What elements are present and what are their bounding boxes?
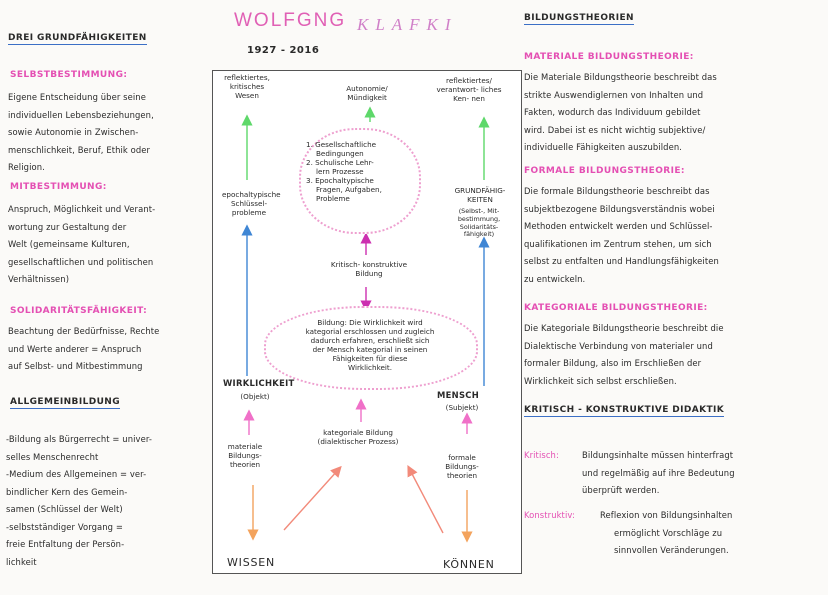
- label-schluesselprobleme: epochaltypische Schlüssel- probleme: [222, 190, 281, 217]
- label-kritisch: Kritisch:: [524, 450, 559, 460]
- heading-grundfaehigkeiten: DREI GRUNDFÄHIGKEITEN: [8, 33, 147, 45]
- heading-solidaritaetsfaehigkeit: SOLIDARITÄTSFÄHIGKEIT:: [10, 306, 148, 316]
- label-mensch: MENSCH: [437, 390, 480, 400]
- heading-materiale: MATERIALE BILDUNGSTHEORIE:: [524, 52, 694, 62]
- label-wirklichkeit: WIRKLICHKEIT: [223, 378, 295, 388]
- heading-kritisch-konstruktive-didaktik: KRITISCH - KONSTRUKTIVE DIDAKTIK: [524, 405, 725, 417]
- heading-mitbestimmung: MITBESTIMMUNG:: [10, 182, 107, 192]
- label-grundfaehigkeiten-sub: (Selbst-, Mit- bestimmung, Solidaritäts-…: [457, 207, 501, 239]
- label-reflektiertes-wesen: reflektiertes, kritisches Wesen: [224, 73, 270, 100]
- label-konstruktiv: Konstruktiv:: [524, 510, 575, 520]
- label-grundfaehigkeiten: GRUNDFÄHIG- KEITEN: [454, 186, 506, 204]
- arrow-salmon-right: [407, 465, 444, 534]
- label-materiale-bildungstheorien: materiale Bildungs- theorien: [227, 442, 263, 469]
- label-subjekt: (Subjekt): [445, 403, 479, 412]
- heading-selbstbestimmung: SELBSTBESTIMMUNG:: [10, 70, 128, 80]
- title-dates: 1927 - 2016: [247, 45, 320, 56]
- heading-kategoriale: KATEGORIALE BILDUNGSTHEORIE:: [524, 303, 708, 313]
- label-kategoriale-bildung: kategoriale Bildung (dialektischer Proze…: [317, 428, 399, 446]
- title-name: WOLFGNG: [234, 10, 347, 31]
- heading-bildungstheorien: BILDUNGSTHEORIEN: [524, 13, 634, 25]
- label-wissen: WISSEN: [227, 556, 276, 569]
- heading-allgemeinbildung: ALLGEMEINBILDUNG: [10, 397, 120, 409]
- label-formale-bildungstheorien: formale Bildungs- theorien: [445, 453, 479, 480]
- text-materiale: Die Materiale Bildungstheorie beschreibt…: [524, 72, 717, 152]
- label-koennen: KÖNNEN: [443, 558, 495, 571]
- cloud-bildung: [264, 306, 478, 390]
- text-formale: Die formale Bildungstheorie beschreibt d…: [524, 186, 719, 284]
- label-objekt: (Objekt): [240, 392, 270, 401]
- label-autonomie: Autonomie/ Mündigkeit: [346, 84, 388, 102]
- text-mitbestimmung: Anspruch, Möglichkeit und Verant-wortung…: [8, 204, 156, 284]
- text-kategoriale: Die Kategoriale Bildungstheorie beschrei…: [524, 323, 724, 386]
- title-surname: KLAFKI: [357, 15, 458, 34]
- cloud-bedingungen: [299, 128, 421, 234]
- label-verantwortliches-koennen: reflektiertes/ verantwort- liches Ken- n…: [436, 76, 502, 103]
- heading-formale: FORMALE BILDUNGSTHEORIE:: [524, 166, 685, 176]
- label-kritisch-konstruktive-bildung: Kritisch- konstruktive Bildung: [330, 260, 408, 278]
- arrow-salmon-left: [283, 465, 342, 531]
- text-allgemeinbildung: -Bildung als Bürgerrecht = univer-selles…: [6, 434, 152, 567]
